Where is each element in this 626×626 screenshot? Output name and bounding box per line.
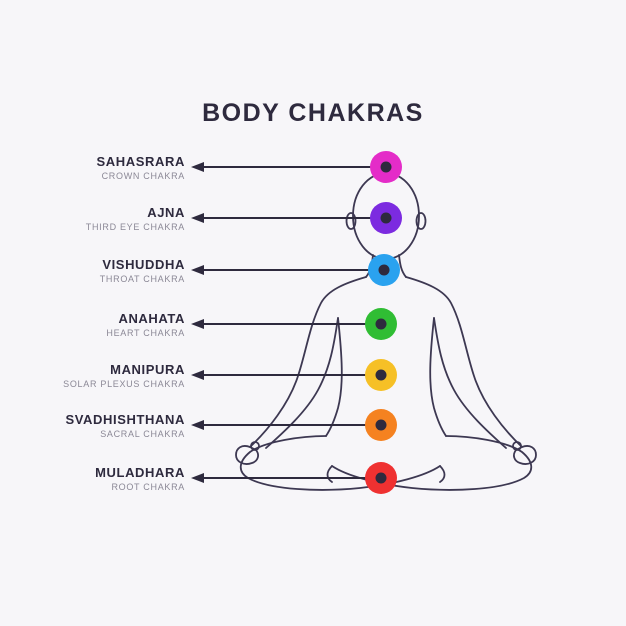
chakra-dot-center	[375, 472, 387, 484]
chakra-subtitle: SOLAR PLEXUS CHAKRA	[63, 379, 185, 389]
chakra-label-muladhara: MULADHARA ROOT CHAKRA	[95, 465, 185, 493]
chakra-name: SVADHISHTHANA	[65, 412, 185, 427]
chakra-label-manipura: MANIPURA SOLAR PLEXUS CHAKRA	[63, 362, 185, 390]
chakra-name: SAHASRARA	[96, 154, 185, 169]
chakra-subtitle: HEART CHAKRA	[106, 328, 185, 338]
figure-ear-right	[415, 212, 427, 230]
chakra-subtitle: THROAT CHAKRA	[99, 274, 185, 284]
figure-arm-right-inner	[433, 317, 507, 449]
chakra-name: VISHUDDHA	[102, 257, 185, 272]
figure-torso-right	[429, 317, 447, 437]
meditating-figure-illustration	[235, 172, 537, 491]
chakra-subtitle: THIRD EYE CHAKRA	[85, 222, 185, 232]
figure-leg-left	[239, 435, 441, 491]
chakra-dot-center	[380, 212, 392, 224]
chakra-label-anahata: ANAHATA HEART CHAKRA	[106, 311, 185, 339]
figure-leg-right	[331, 435, 533, 491]
chakra-dot-muladhara	[365, 462, 397, 494]
chakra-dot-center	[375, 318, 387, 330]
figure-torso-left	[325, 317, 343, 437]
chakra-dot-manipura	[365, 359, 397, 391]
figure-mudra-left	[250, 441, 260, 451]
chakra-dot-center	[380, 161, 392, 173]
figure-arm-left-inner	[265, 317, 339, 449]
chakra-dot-vishuddha	[368, 254, 400, 286]
chakra-dot-svadhishthana	[365, 409, 397, 441]
chakra-name: AJNA	[147, 205, 185, 220]
pointer-line-anahata	[191, 319, 381, 329]
chakra-dot-sahasrara	[370, 151, 402, 183]
chakra-dot-center	[375, 419, 387, 431]
figure-arm-left-outer	[249, 276, 367, 448]
figure-mudra-right	[512, 441, 522, 451]
pointer-line-sahasrara	[191, 162, 386, 172]
pointer-line-muladhara	[191, 473, 381, 483]
figure-foot-left	[326, 465, 333, 483]
pointer-line-vishuddha	[191, 265, 384, 275]
chakra-label-vishuddha: VISHUDDHA THROAT CHAKRA	[100, 257, 185, 285]
figure-foot-right	[439, 465, 446, 483]
figure-hand-left	[235, 445, 259, 465]
chakra-subtitle: SACRAL CHAKRA	[100, 429, 185, 439]
chakra-label-ajna: AJNA THIRD EYE CHAKRA	[86, 205, 185, 233]
page-title: BODY CHAKRAS	[202, 99, 424, 127]
figure-arm-right-outer	[405, 276, 523, 448]
chakra-dot-center	[378, 264, 390, 276]
pointer-lines	[191, 162, 386, 483]
chakra-label-svadhishthana: SVADHISHTHANA SACRAL CHAKRA	[65, 412, 185, 440]
chakra-subtitle: CROWN CHAKRA	[101, 171, 185, 181]
chakra-dot-anahata	[365, 308, 397, 340]
chakra-name: MULADHARA	[95, 465, 185, 480]
chakra-name: ANAHATA	[118, 311, 185, 326]
figure-hand-right	[513, 445, 537, 465]
pointer-line-svadhishthana	[191, 420, 381, 430]
chakra-subtitle: ROOT CHAKRA	[111, 482, 185, 492]
pointer-line-manipura	[191, 370, 381, 380]
chakra-name: MANIPURA	[110, 362, 185, 377]
chakra-label-sahasrara: SAHASRARA CROWN CHAKRA	[97, 154, 185, 182]
pointer-line-ajna	[191, 213, 386, 223]
chakra-dots	[365, 151, 402, 494]
chakra-dot-ajna	[370, 202, 402, 234]
chakra-dot-center	[375, 369, 387, 381]
figure-ear-left	[345, 212, 357, 230]
